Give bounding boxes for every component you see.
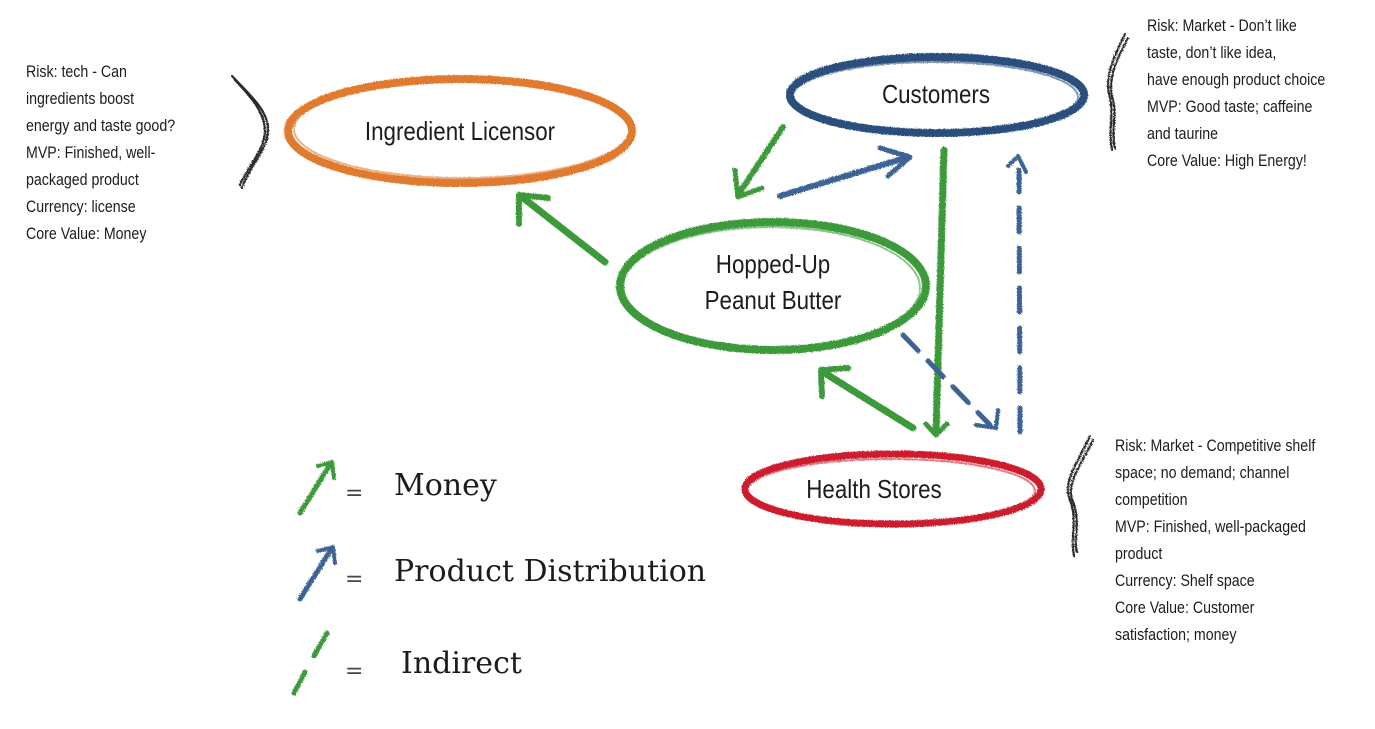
note-line: Risk: Market - Competitive shelf xyxy=(1115,437,1316,455)
legend-indirect-label: Indirect xyxy=(401,646,522,681)
arrow-stores-to-customers-indirect xyxy=(1016,167,1023,435)
note-line: space; no demand; channel xyxy=(1115,464,1290,482)
note-line: Currency: license xyxy=(26,198,136,216)
brace-health-stores xyxy=(1066,434,1092,558)
note-line: Currency: Shelf space xyxy=(1115,572,1255,590)
note-line: energy and taste good? xyxy=(26,117,176,135)
brace-ingredient-licensor xyxy=(230,74,270,190)
note-line: MVP: Finished, well-packaged xyxy=(1115,518,1306,536)
note-line: Core Value: Customer xyxy=(1115,599,1255,617)
health-stores-ellipse xyxy=(741,450,1045,528)
arrow-hopped-to-licensor-money xyxy=(518,193,609,266)
note-line: Core Value: Money xyxy=(26,225,147,243)
legend-product-label: Product Distribution xyxy=(394,554,707,589)
legend-money-label: Money xyxy=(394,468,497,503)
note-line: product xyxy=(1115,545,1163,563)
ingredient-licensor-notes: Risk: tech - Can ingredients boost energ… xyxy=(26,59,175,248)
hopped-up-label-line2: Peanut Butter xyxy=(704,285,842,315)
note-line: taste, don’t like idea, xyxy=(1147,44,1277,62)
customers-label: Customers xyxy=(881,79,991,109)
ingredient-licensor-label: Ingredient Licensor xyxy=(364,116,556,146)
note-line: Risk: tech - Can xyxy=(26,63,127,81)
brace-customers xyxy=(1106,32,1127,152)
ingredient-licensor-ellipse xyxy=(284,75,636,187)
health-stores-notes: Risk: Market - Competitive shelf space; … xyxy=(1115,433,1315,649)
note-line: MVP: Good taste; caffeine xyxy=(1147,98,1313,116)
hopped-up-ellipse xyxy=(616,218,930,354)
hopped-up-label-line1: Hopped-Up xyxy=(715,249,831,279)
legend-product-equals: = xyxy=(345,567,364,592)
arrow-hopped-to-customers-product xyxy=(777,155,908,199)
arrow-hopped-to-stores-indirect xyxy=(900,332,993,428)
note-line: ingredients boost xyxy=(26,90,135,108)
note-line: Risk: Market - Don’t like xyxy=(1147,17,1297,35)
arrow-stores-to-hopped-money xyxy=(819,368,917,432)
legend-indirect-equals-sign: = xyxy=(345,659,364,684)
arrow-customers-to-stores-money xyxy=(932,146,948,437)
note-line: Core Value: High Energy! xyxy=(1147,152,1307,170)
note-line: MVP: Finished, well- xyxy=(26,144,156,162)
health-stores-label: Health Stores xyxy=(806,474,942,504)
note-line: and taurine xyxy=(1147,125,1219,143)
note-line: satisfaction; money xyxy=(1115,626,1237,644)
note-line: packaged product xyxy=(26,171,139,189)
customers-notes: Risk: Market - Don’t like taste, don’t l… xyxy=(1147,13,1325,175)
arrow-customers-to-hopped-money xyxy=(735,124,786,198)
legend-money-arrow-icon xyxy=(297,460,334,516)
customers-ellipse xyxy=(786,53,1088,137)
legend-product-arrow-icon xyxy=(297,545,335,602)
legend-money-equals: = xyxy=(345,481,364,506)
note-line: have enough product choice xyxy=(1147,71,1326,89)
note-line: competition xyxy=(1115,491,1188,509)
legend-indirect-dash-icon xyxy=(291,630,330,696)
